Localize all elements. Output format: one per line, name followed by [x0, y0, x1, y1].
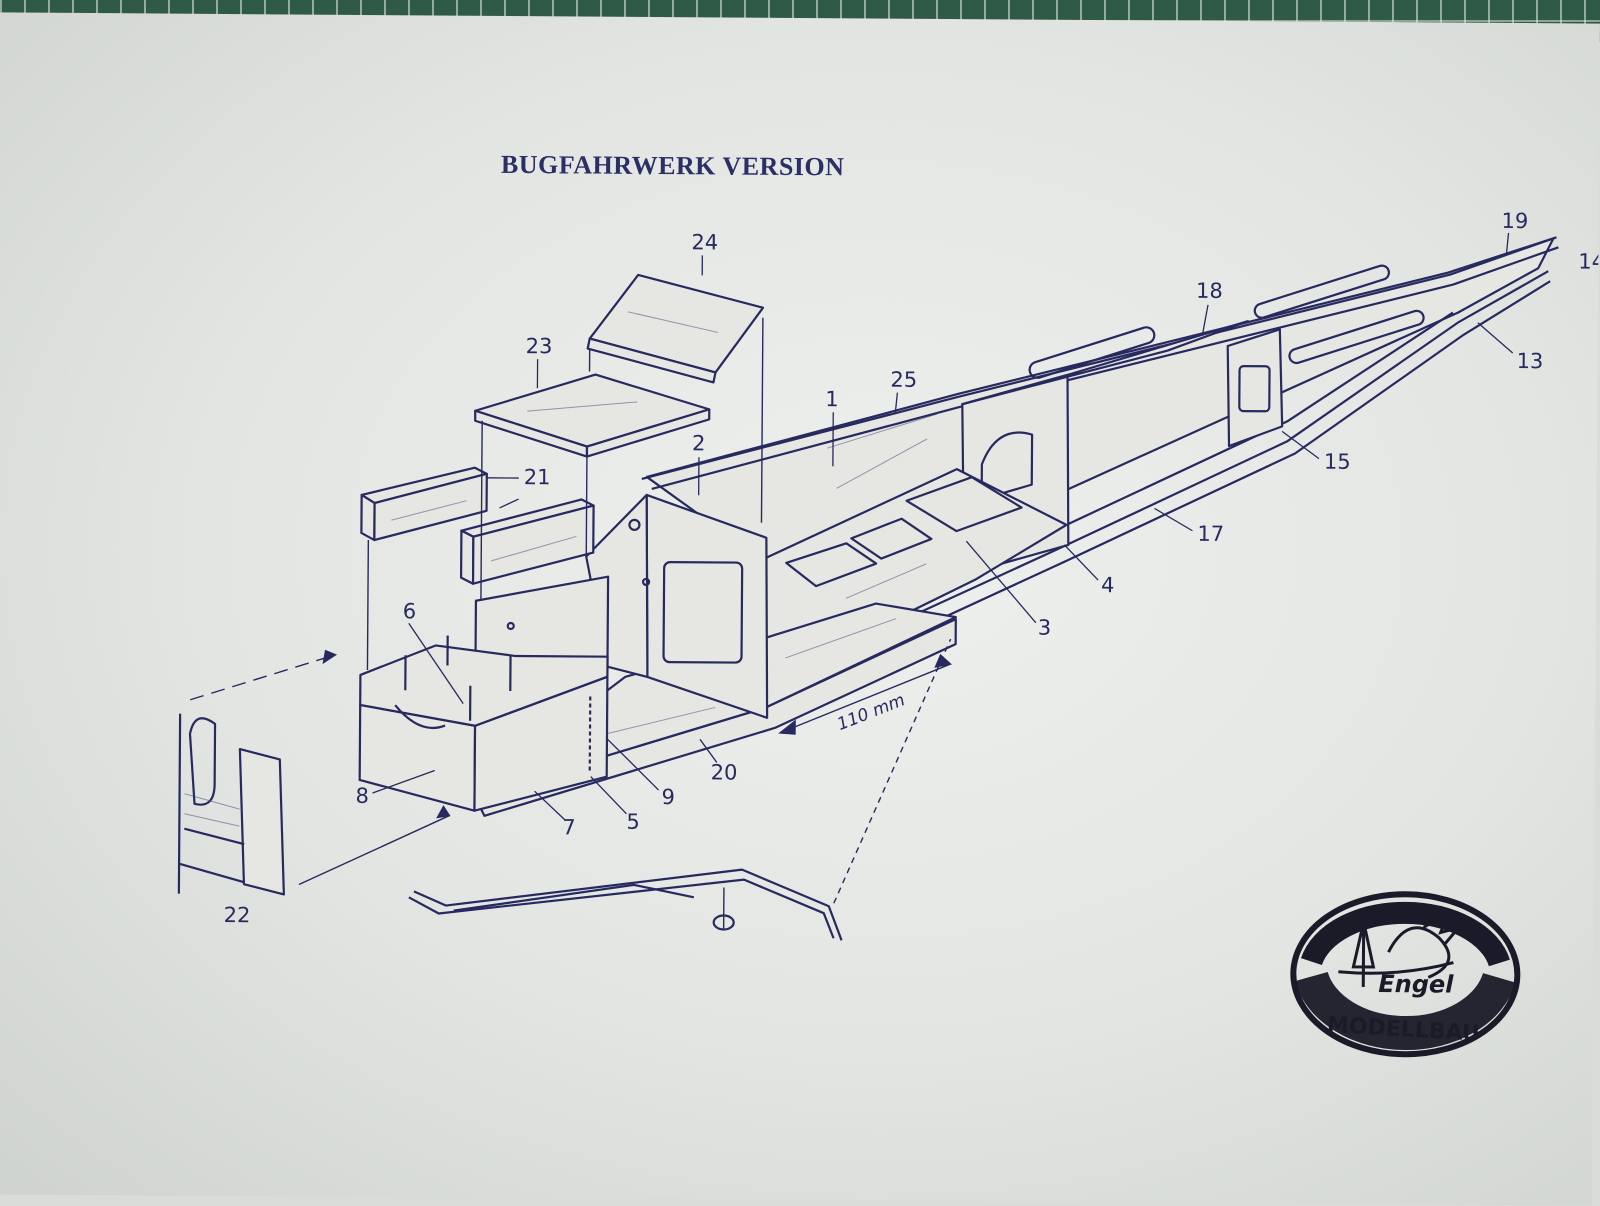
instruction-sheet: BUGFAHRWERK VERSION: [0, 12, 1600, 1205]
former-2: [585, 495, 769, 718]
label-14-partial: 14: [1578, 249, 1600, 273]
former-15: [1227, 329, 1283, 446]
label-19: 19: [1502, 209, 1529, 233]
label-1: 1: [825, 387, 839, 411]
blocks-21: [361, 467, 594, 585]
engel-modellbau-logo: Engel MODELLBAU: [1293, 893, 1518, 1055]
label-3: 3: [1038, 616, 1052, 640]
fuselage-side-panel: [641, 231, 1558, 568]
label-8: 8: [355, 784, 369, 808]
detail-inset-22: [179, 714, 285, 895]
label-20: 20: [711, 760, 738, 784]
nose-gear-wire: [409, 867, 842, 940]
nose-box: [359, 575, 608, 812]
dimension-label: 110 mm: [835, 690, 908, 735]
label-6: 6: [403, 599, 417, 623]
plate-23: [475, 374, 710, 458]
label-22-partial: 22: [224, 903, 251, 927]
label-15: 15: [1324, 450, 1351, 474]
label-4: 4: [1101, 573, 1115, 597]
label-25: 25: [890, 368, 917, 392]
label-9: 9: [661, 785, 675, 809]
plate-24: [587, 275, 763, 383]
label-24: 24: [691, 230, 718, 254]
logo-script: Engel: [1378, 970, 1454, 999]
label-17: 17: [1197, 522, 1224, 546]
label-18: 18: [1196, 279, 1223, 303]
label-21: 21: [524, 465, 551, 489]
label-13: 13: [1517, 349, 1544, 373]
fuselage-exploded-diagram: 24 23 21 2 1 25 18 19 14 13 15 17 4 3 6 …: [0, 12, 1600, 1205]
label-5: 5: [626, 810, 640, 834]
label-2: 2: [692, 431, 706, 455]
label-23: 23: [526, 334, 553, 358]
